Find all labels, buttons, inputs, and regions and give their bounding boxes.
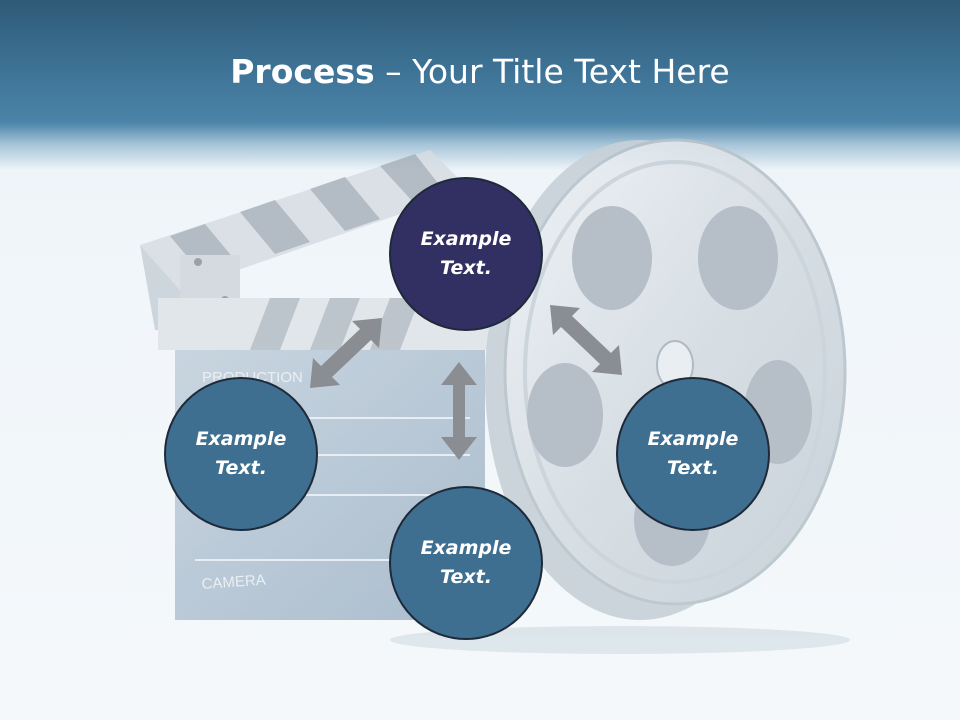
circle-text: Example Text. — [420, 228, 512, 279]
title-rest: – Your Title Text Here — [374, 52, 730, 91]
slide-title: Process – Your Title Text Here — [0, 52, 960, 91]
process-circle-top[interactable]: Example Text. — [389, 177, 543, 331]
process-circle-left[interactable]: Example Text. — [164, 377, 318, 531]
title-bold: Process — [230, 52, 375, 91]
process-circle-right[interactable]: Example Text. — [616, 377, 770, 531]
circle-text: Example Text. — [647, 428, 739, 479]
circle-text: Example Text. — [195, 428, 287, 479]
process-circle-bottom[interactable]: Example Text. — [389, 486, 543, 640]
camera-label: CAMERA — [201, 572, 266, 593]
circle-text: Example Text. — [420, 537, 512, 588]
double-arrow-icon — [310, 305, 622, 460]
header-band — [0, 0, 960, 170]
